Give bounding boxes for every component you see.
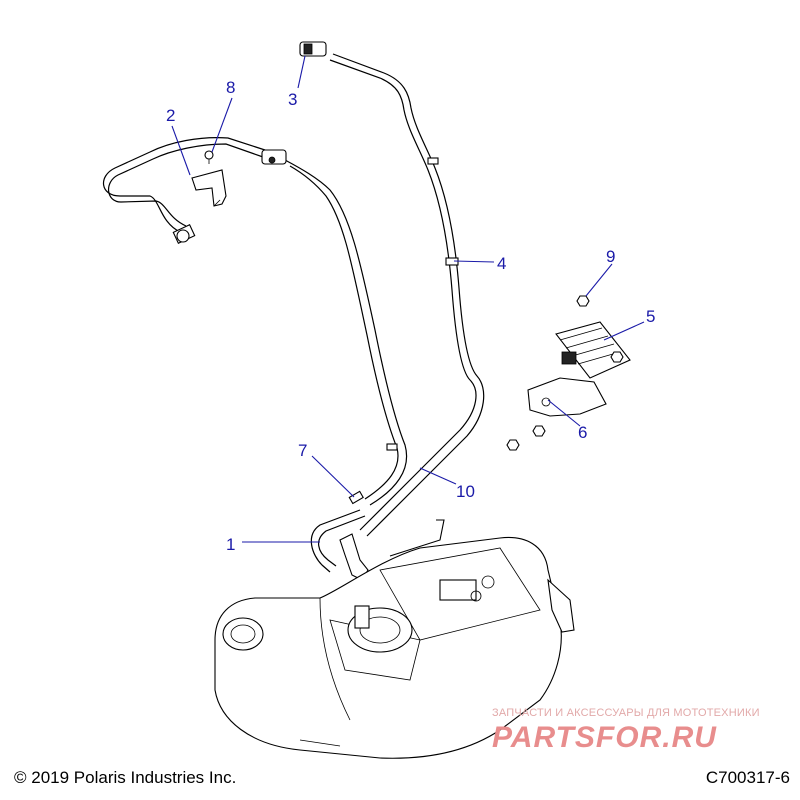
watermark-logo: PARTSFOR.RU <box>492 721 717 754</box>
callout-9: 9 <box>606 247 615 266</box>
callout-2: 2 <box>166 106 175 125</box>
drawing-number: C700317-6 <box>705 768 790 787</box>
screw-part-8 <box>204 150 214 164</box>
bracket-part-6 <box>527 377 607 417</box>
valve-part-3 <box>299 41 327 57</box>
vent-hose-upper <box>103 137 408 506</box>
watermark-tagline: ЗАПЧАСТИ И АКСЕССУАРЫ ДЛЯ МОТОТЕХНИКИ <box>492 707 760 719</box>
nut-part-9 <box>506 295 624 451</box>
vent-hose-long <box>329 53 485 537</box>
clamp-part-7 <box>348 490 364 505</box>
callout-6: 6 <box>578 423 587 442</box>
copyright-text: © 2019 Polaris Industries Inc. <box>14 768 237 787</box>
hose-lower-bend <box>310 509 369 581</box>
callout-3: 3 <box>288 90 297 109</box>
callout-10: 10 <box>456 482 475 501</box>
callout-4: 4 <box>497 254 506 273</box>
callout-5: 5 <box>646 307 655 326</box>
fuel-tank <box>214 519 575 759</box>
callout-1: 1 <box>226 535 235 554</box>
bracket-part-2 <box>191 169 227 207</box>
module-part-5 <box>555 321 631 379</box>
leader-lines <box>171 55 645 543</box>
callout-8: 8 <box>226 78 235 97</box>
callout-7: 7 <box>298 441 307 460</box>
